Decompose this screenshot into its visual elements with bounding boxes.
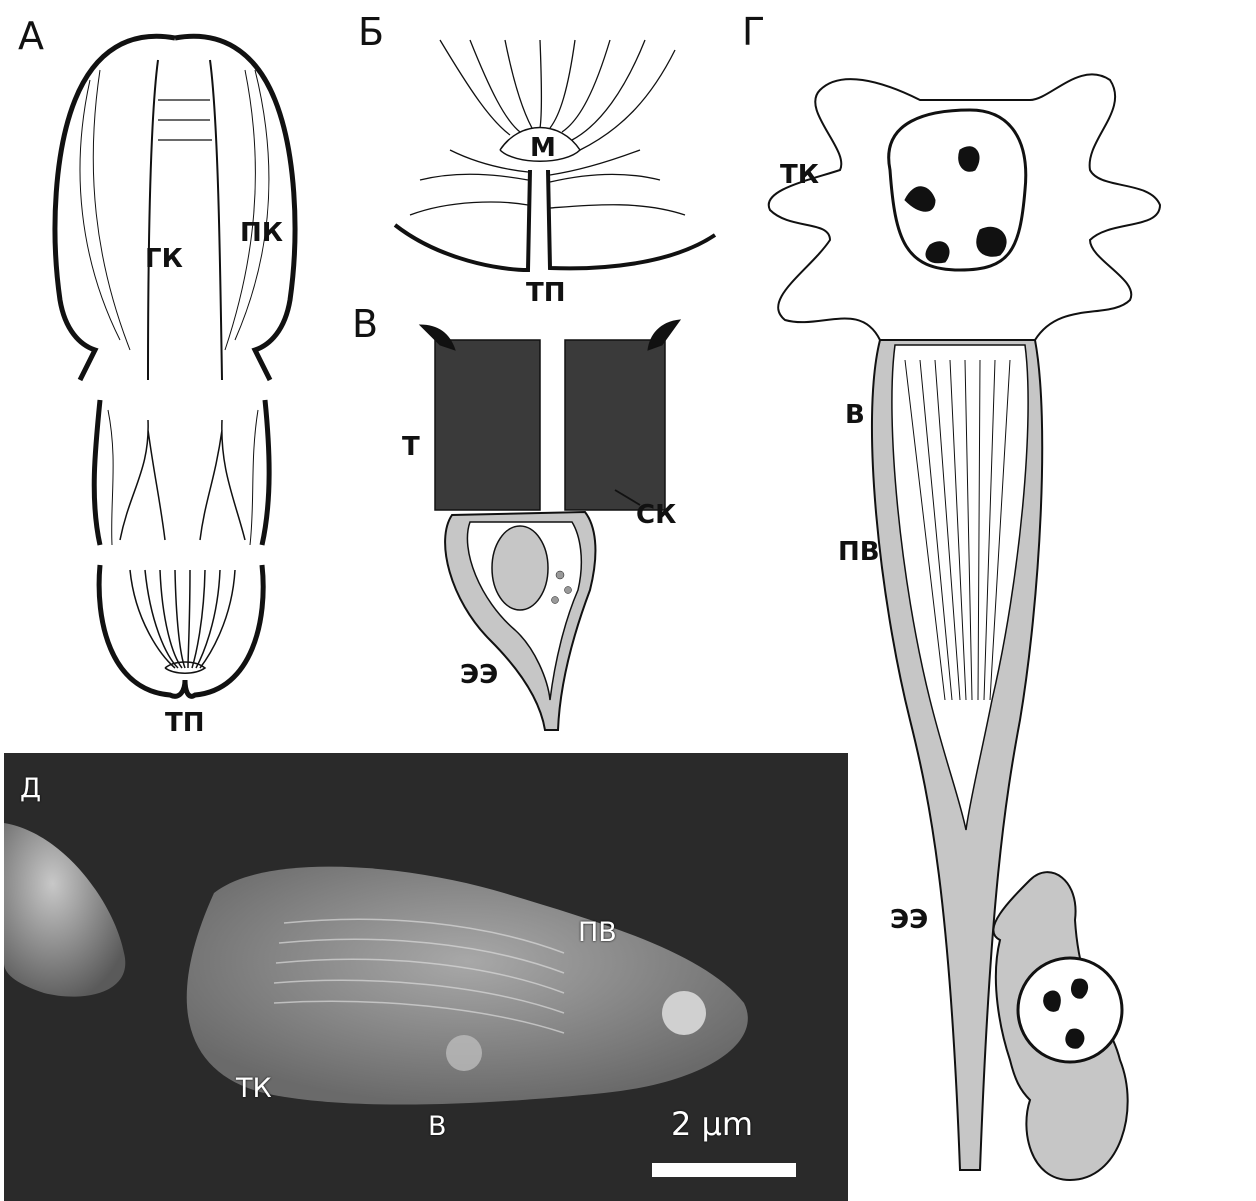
label-t: Т <box>402 432 420 462</box>
label-pk: ПК <box>240 218 283 248</box>
scale-bar-label: 2 μm <box>671 1105 753 1143</box>
panel-d-letter: Д <box>20 773 41 804</box>
label-pv-d: ПВ <box>578 917 617 948</box>
label-v-g: В <box>845 400 865 430</box>
label-pv-g: ПВ <box>838 537 880 567</box>
panel-g-letter: Г <box>742 10 765 54</box>
scale-bar <box>652 1163 796 1177</box>
label-gk: ГК <box>145 244 183 274</box>
panel-a-diagram <box>0 0 320 740</box>
panel-b-letter: Б <box>358 10 384 54</box>
panel-d-sem-image: Д ПВ ТК В 2 μm <box>4 753 848 1201</box>
panel-b: Б М ТП <box>340 0 730 300</box>
panel-a-letter: А <box>18 14 44 58</box>
label-sk: СК <box>636 500 676 530</box>
label-tk-d: ТК <box>236 1073 272 1104</box>
label-m: М <box>530 133 556 163</box>
label-ee-v: ЭЭ <box>460 660 498 690</box>
panel-v: В Т СК ЭЭ <box>340 300 730 745</box>
label-ee-g: ЭЭ <box>890 905 928 935</box>
label-v-d: В <box>428 1111 447 1142</box>
label-tp-a: ТП <box>165 708 205 738</box>
label-tk-g: ТК <box>780 160 819 190</box>
panel-a: А ГК ПК ТП <box>0 0 320 740</box>
panel-v-letter: В <box>352 302 378 346</box>
